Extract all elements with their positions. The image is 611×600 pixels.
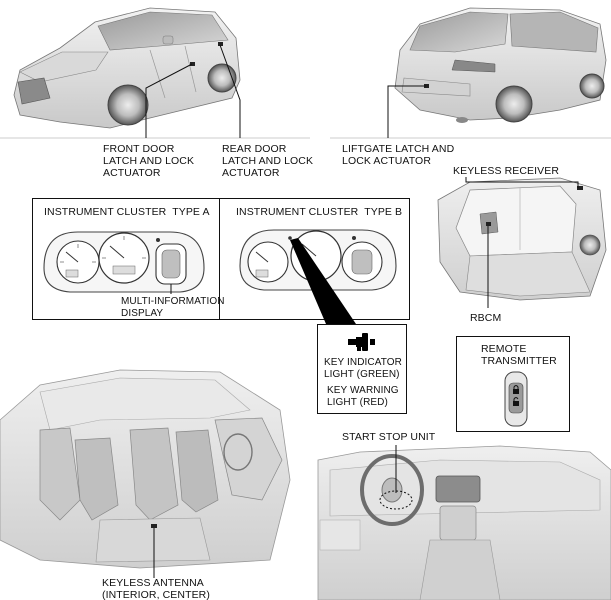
key-warning-label-2: LIGHT (RED) bbox=[327, 397, 388, 408]
cargo-area-view bbox=[437, 177, 607, 301]
liftgate-label-2: LOCK ACTUATOR bbox=[342, 155, 432, 167]
keyless-receiver-leader bbox=[465, 177, 579, 188]
dashboard-view bbox=[317, 445, 611, 600]
rear-door-label-1: REAR DOOR bbox=[222, 143, 287, 155]
front-door-label-3: ACTUATOR bbox=[103, 167, 161, 179]
liftgate-leader bbox=[387, 85, 426, 138]
remote-transmitter-label-1: REMOTE bbox=[481, 343, 527, 355]
key-indicator-label-2: LIGHT (GREEN) bbox=[324, 369, 400, 380]
key-warning-label-1: KEY WARNING bbox=[327, 385, 399, 396]
multi-info-display-label-1: MULTI-INFORMATION bbox=[121, 296, 225, 307]
rear-door-leader bbox=[219, 44, 241, 138]
keyless-receiver-label: KEYLESS RECEIVER bbox=[453, 165, 560, 177]
remote-transmitter-box: REMOTE TRANSMITTER bbox=[456, 336, 570, 432]
start-stop-unit-label: START STOP UNIT bbox=[342, 431, 436, 443]
cluster-divider bbox=[219, 198, 221, 320]
car-rear-view bbox=[394, 7, 607, 123]
unlock-icon bbox=[513, 397, 519, 406]
rear-door-label-3: ACTUATOR bbox=[222, 167, 280, 179]
cluster-type-a-label: INSTRUMENT CLUSTER TYPE A bbox=[44, 206, 210, 218]
key-indicator-label-1: KEY INDICATOR bbox=[324, 357, 402, 368]
keyless-antenna-label-1: KEYLESS ANTENNA bbox=[102, 577, 204, 589]
front-door-leader bbox=[145, 63, 193, 138]
multi-info-display-label-2: DISPLAY bbox=[121, 308, 164, 319]
car-front-view bbox=[13, 7, 241, 129]
cluster-type-b-label: INSTRUMENT CLUSTER TYPE B bbox=[236, 206, 403, 218]
front-door-label-2: LATCH AND LOCK bbox=[103, 155, 195, 167]
keyless-antenna-label-2: (INTERIOR, CENTER) bbox=[102, 589, 210, 600]
remote-transmitter-label-2: TRANSMITTER bbox=[481, 355, 557, 367]
front-door-label-1: FRONT DOOR bbox=[103, 143, 175, 155]
key-indicator-box: KEY INDICATOR LIGHT (GREEN) KEY WARNING … bbox=[317, 324, 407, 414]
key-icon bbox=[348, 333, 378, 351]
liftgate-label-1: LIFTGATE LATCH AND bbox=[342, 143, 455, 155]
interior-view bbox=[0, 369, 291, 569]
lock-icon bbox=[513, 385, 519, 394]
remote-fob bbox=[504, 371, 528, 427]
rear-door-label-2: LATCH AND LOCK bbox=[222, 155, 314, 167]
rbcm-label: RBCM bbox=[470, 312, 502, 324]
